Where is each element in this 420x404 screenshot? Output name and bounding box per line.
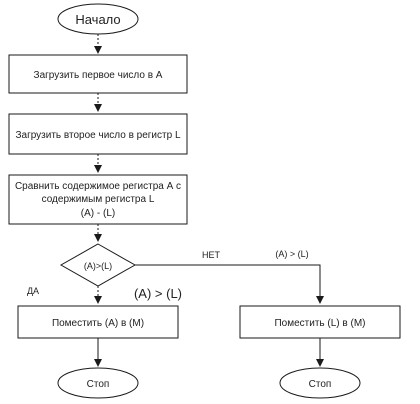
stop-left-label: Стоп xyxy=(87,379,110,390)
process-store-l: Поместить (L) в (M) xyxy=(239,305,401,339)
process-load-second: Загрузить второе число в регистр L xyxy=(8,113,188,155)
process-store-a: Поместить (A) в (M) xyxy=(17,305,179,339)
label-yes-condition: (A) > (L) xyxy=(134,286,182,301)
decision-label: (A)>(L) xyxy=(84,261,112,271)
stop-node-left: Стоп xyxy=(57,367,139,399)
process-compare: Сравнить содержимое регистра А с содержи… xyxy=(8,174,188,225)
process-load-first: Загрузить первое число в А xyxy=(8,54,188,94)
decision-compare: (A)>(L) xyxy=(59,243,137,287)
process-compare-line3: (A) - (L) xyxy=(81,208,115,219)
start-label: Начало xyxy=(75,12,120,27)
label-yes: ДА xyxy=(27,286,39,296)
process-load-first-label: Загрузить первое число в А xyxy=(34,70,163,81)
process-store-l-label: Поместить (L) в (M) xyxy=(274,318,365,329)
process-compare-line1: Сравнить содержимое регистра А с xyxy=(15,181,181,192)
process-store-a-label: Поместить (A) в (M) xyxy=(52,318,144,329)
edge-decision-no xyxy=(135,264,324,304)
start-node: Начало xyxy=(57,3,139,35)
stop-right-label: Стоп xyxy=(309,379,332,390)
stop-node-right: Стоп xyxy=(279,367,361,399)
process-load-second-label: Загрузить второе число в регистр L xyxy=(15,130,180,141)
process-compare-line2: содержимым регистра L xyxy=(42,194,155,205)
label-no-condition: (A) > (L) xyxy=(275,249,308,259)
label-no: НЕТ xyxy=(202,250,221,260)
